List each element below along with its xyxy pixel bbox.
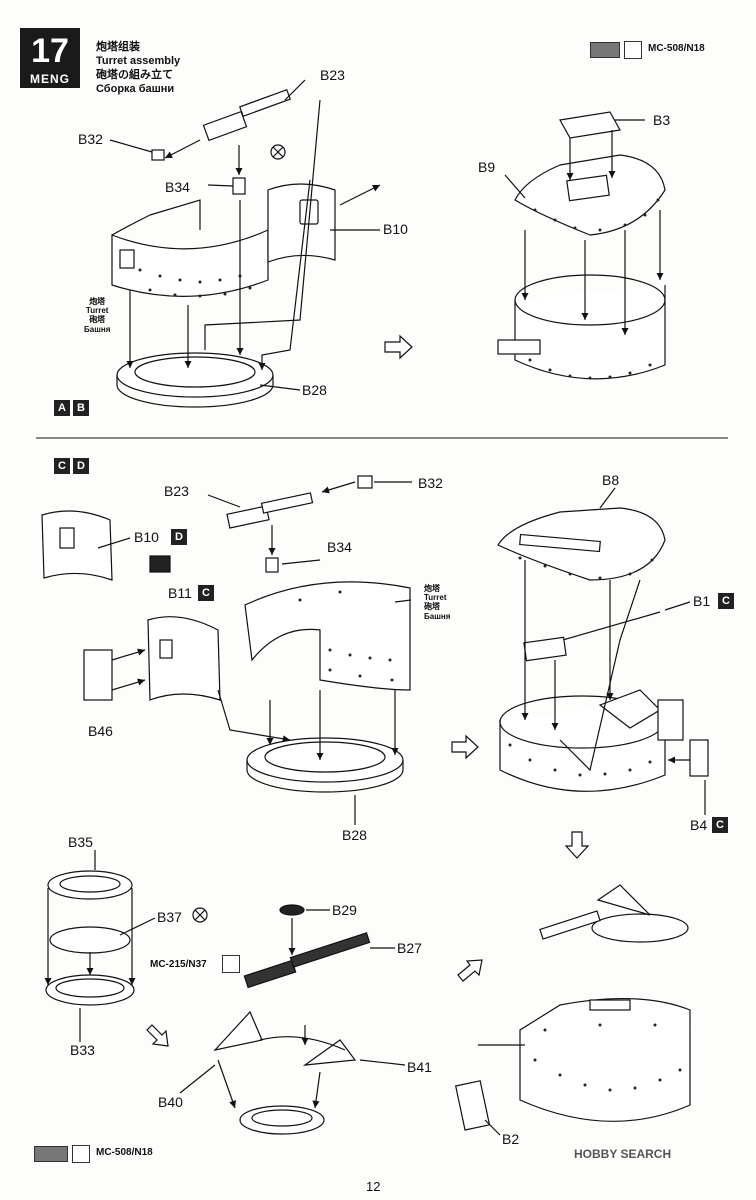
label-b3: B3 — [653, 112, 671, 128]
label-b10-mid: B10 — [134, 529, 159, 545]
label-b32: B32 — [78, 131, 103, 147]
label-b33: B33 — [70, 1042, 95, 1058]
label-b11: B11 — [168, 585, 192, 601]
page-number: 12 — [366, 1179, 381, 1194]
turret-jp-mid: 砲塔 — [424, 602, 440, 612]
paint-code-2: MC-215/N37 — [150, 959, 207, 970]
paintbrush-icon-footer — [72, 1145, 90, 1163]
version-tag-d-b10: D — [171, 529, 187, 545]
version-tag-a: A — [54, 400, 70, 416]
version-tag-c-b4: C — [712, 817, 728, 833]
title-jp: 砲塔の組み立て — [96, 69, 173, 81]
label-b37: B37 — [157, 909, 182, 925]
label-b23-mid: B23 — [164, 483, 189, 499]
label-b34: B34 — [165, 179, 190, 195]
turret-ru-mid: Башня — [424, 611, 451, 621]
label-b9: B9 — [478, 159, 496, 175]
step-badge: 17 MENG — [20, 28, 80, 88]
label-b40: B40 — [158, 1094, 183, 1110]
label-b27: B27 — [397, 940, 422, 956]
label-b28: B28 — [302, 382, 327, 398]
turret-en-mid: Turret — [424, 593, 447, 603]
label-b4: B4 — [690, 817, 708, 833]
watermark: HOBBY SEARCH — [574, 1147, 672, 1161]
label-b2: B2 — [502, 1131, 520, 1147]
title-en: Turret assembly — [96, 55, 181, 67]
paint-swatch — [590, 42, 620, 58]
title-cn: 炮塔组装 — [96, 41, 140, 53]
paint-swatch-footer — [34, 1146, 68, 1162]
version-tag-c-b1: C — [718, 593, 734, 609]
label-b35: B35 — [68, 834, 93, 850]
turret-jp: 砲塔 — [89, 315, 106, 325]
version-tag-b: B — [73, 400, 89, 416]
version-tag-c: C — [54, 458, 70, 474]
label-b32-mid: B32 — [418, 475, 443, 491]
label-b41: B41 — [407, 1059, 432, 1075]
label-b46: B46 — [88, 723, 113, 739]
paintbrush-icon — [624, 41, 642, 59]
footer-paint-code: MC-508/N18 — [96, 1147, 153, 1158]
label-b8: B8 — [602, 472, 620, 488]
step-number: 17 — [31, 32, 69, 70]
turret-ru: Башня — [84, 324, 111, 334]
brand-logo: MENG — [30, 72, 70, 86]
label-b34-mid: B34 — [327, 539, 352, 555]
label-b28-mid: B28 — [342, 827, 367, 843]
version-tag-c-b11: C — [198, 585, 214, 601]
turret-cn: 炮塔 — [89, 297, 106, 306]
label-b23: B23 — [320, 67, 345, 83]
version-tag-d: D — [73, 458, 89, 474]
title-ru: Сборка башни — [96, 83, 175, 95]
paint-code: MC-508/N18 — [648, 43, 705, 54]
label-b1: B1 — [693, 593, 711, 609]
label-b29: B29 — [332, 902, 357, 918]
label-b10: B10 — [383, 221, 408, 237]
turret-callout-mid: 炮塔 Turret 砲塔 Башня — [424, 584, 450, 621]
paintbrush-icon-2 — [222, 955, 240, 973]
turret-callout-top: 炮塔 Turret 砲塔 Башня — [84, 297, 110, 334]
turret-cn-mid: 炮塔 — [424, 584, 440, 593]
turret-en: Turret — [85, 306, 109, 316]
